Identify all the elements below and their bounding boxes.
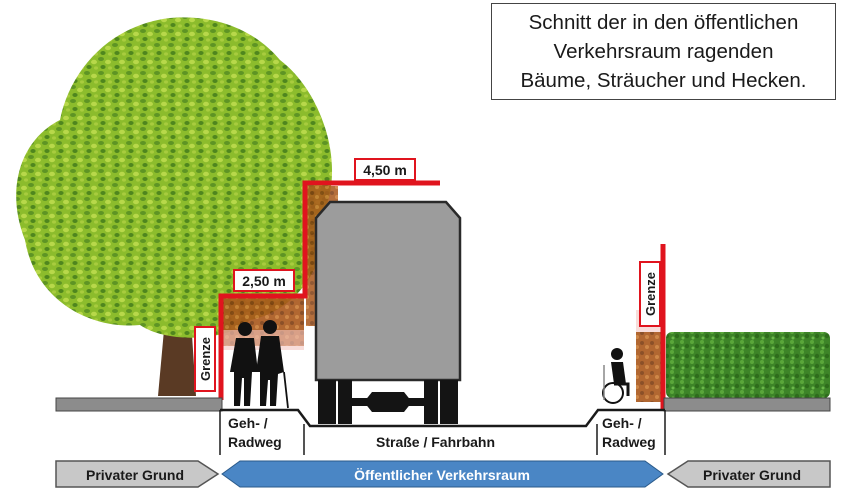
grenze-right-box bbox=[639, 261, 661, 327]
title-box: Schnitt der in den öffentlichen Verkehrs… bbox=[491, 3, 836, 100]
tree bbox=[16, 17, 333, 396]
hedge bbox=[666, 332, 830, 398]
truck-differential bbox=[364, 392, 412, 412]
truck-wheel-left bbox=[318, 380, 336, 424]
title-line-2: Verkehrsraum ragenden bbox=[553, 40, 774, 63]
left-clearance-line bbox=[218, 180, 440, 400]
truck-wheel-right bbox=[440, 380, 458, 424]
private-right-arrow bbox=[666, 460, 831, 488]
truck bbox=[314, 200, 462, 424]
truck-body bbox=[314, 200, 462, 382]
road-profile bbox=[220, 408, 665, 428]
ground bbox=[55, 397, 831, 455]
pedestrians-icon bbox=[230, 320, 289, 409]
height-labels: 4,50 m 2,50 m Grenze Grenze bbox=[198, 158, 658, 381]
wheelchair-user-icon bbox=[602, 348, 630, 404]
height-450-label: 4,50 m bbox=[363, 162, 407, 178]
grenze-left-label: Grenze bbox=[198, 337, 213, 381]
sidewalk-left-label: Geh- / Radweg bbox=[228, 414, 282, 452]
private-right-label: Privater Grund bbox=[703, 467, 801, 483]
sidewalk-left-line-1: Geh- / bbox=[228, 415, 268, 431]
title-line-3: Bäume, Sträucher und Hecken. bbox=[520, 69, 807, 92]
right-brown-foliage bbox=[636, 332, 662, 402]
sidewalk-left-line-2: Radweg bbox=[228, 434, 282, 450]
grenze-left-box bbox=[194, 326, 216, 392]
sidewalk-right-label: Geh- / Radweg bbox=[602, 414, 656, 452]
right-boundary bbox=[636, 244, 830, 410]
bottom-arrows: Privater Grund Öffentlicher Verkehrsraum… bbox=[55, 460, 831, 488]
private-left-arrow bbox=[55, 460, 220, 488]
private-left-label: Privater Grund bbox=[86, 467, 184, 483]
public-label: Öffentlicher Verkehrsraum bbox=[354, 467, 530, 483]
title-line-1: Schnitt der in den öffentlichen bbox=[528, 11, 799, 34]
road-label: Straße / Fahrbahn bbox=[376, 434, 496, 450]
height-250-box bbox=[233, 269, 295, 292]
sidewalk-right-line-2: Radweg bbox=[602, 434, 656, 450]
ground-right-private bbox=[663, 397, 831, 412]
tree-crown bbox=[16, 17, 333, 338]
ground-left-private bbox=[55, 397, 223, 412]
sidewalk-right-line-1: Geh- / bbox=[602, 415, 642, 431]
grenze-right-label: Grenze bbox=[643, 272, 658, 316]
height-450-box bbox=[354, 158, 416, 181]
public-arrow bbox=[221, 460, 664, 488]
height-250-label: 2,50 m bbox=[242, 273, 286, 289]
